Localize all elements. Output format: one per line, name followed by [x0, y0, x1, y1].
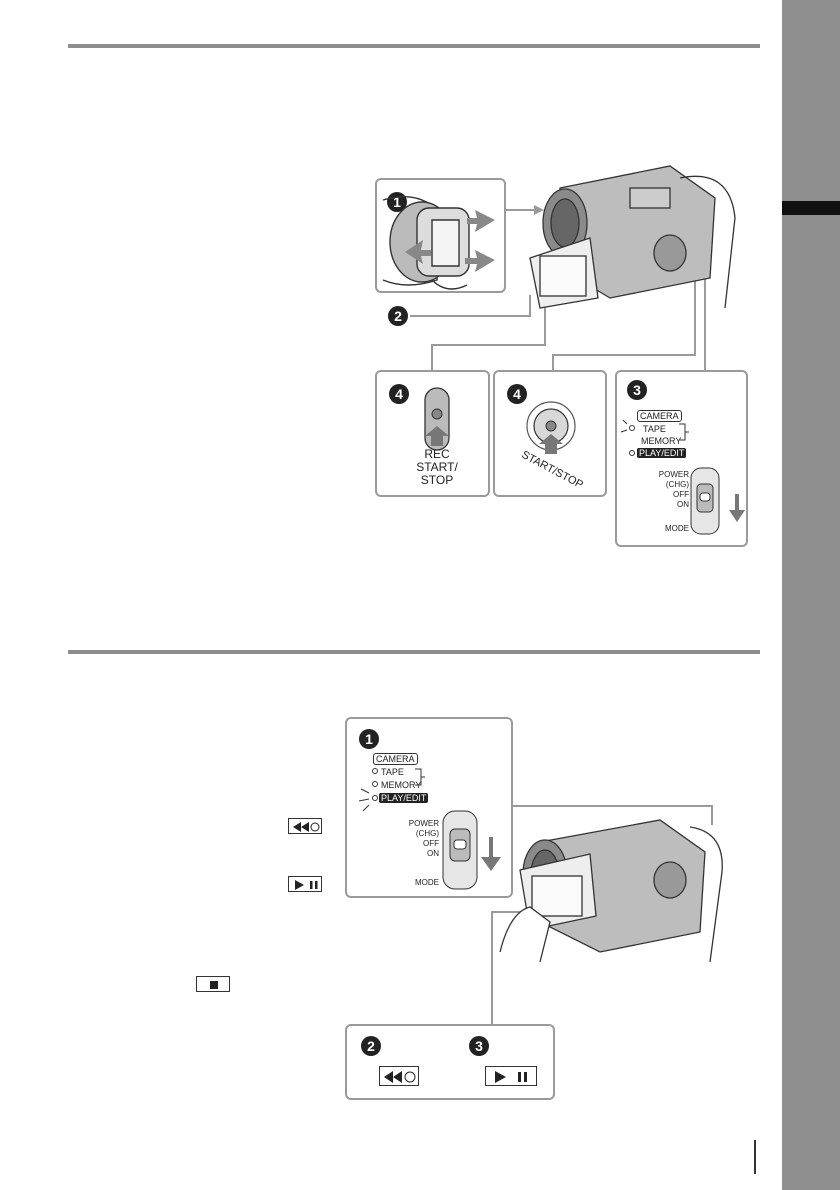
tape-mode-label-playback: TAPE [381, 767, 404, 777]
stop-button-icon [196, 976, 230, 992]
step-2-badge: 2 [388, 306, 408, 326]
off-label-playback: OFF [423, 839, 439, 848]
memory-mode-label-playback: MEMORY [381, 780, 422, 790]
section-1-rule [68, 44, 760, 48]
on-label: ON [677, 500, 689, 509]
rewind-button[interactable] [379, 1066, 419, 1086]
rewind-button-icon [288, 818, 322, 834]
camcorder-illustration [529, 165, 736, 309]
play-pause-button-icon [288, 876, 322, 892]
rec-start-stop-label: REC START/ STOP [416, 447, 458, 487]
mode-lamp-indicators [620, 419, 745, 535]
power-label-playback: POWER [408, 819, 439, 828]
playback-mode-panel: 1 CAMERA TAPE MEMORY PLAY/EDIT POWER (CH… [345, 717, 513, 898]
camera-mode-label-playback: CAMERA [373, 753, 418, 765]
power-mode-panel: 3 CAMERA TAPE MEMORY PLAY/EDIT POWER (CH… [615, 370, 748, 547]
step-1-badge-playback: 1 [359, 729, 379, 749]
tape-mode-label: TAPE [643, 424, 666, 434]
play-edit-mode-label-playback: PLAY/EDIT [379, 793, 429, 803]
lens-cap-panel: 1 [375, 178, 506, 293]
play-edit-mode-label: PLAY/EDIT [637, 448, 687, 458]
chg-label-playback: (CHG) [415, 829, 439, 838]
mode-button-label: MODE [665, 524, 689, 533]
play-pause-button[interactable] [485, 1066, 537, 1086]
mode-button-label-playback: MODE [415, 878, 439, 887]
playback-buttons-panel: 2 3 [345, 1024, 555, 1100]
page-side-tab [782, 0, 840, 1190]
step-3-badge: 3 [627, 380, 647, 400]
camcorder-playback-illustration [499, 819, 723, 963]
lens-cap-illustration [382, 196, 495, 290]
step-4b-badge: 4 [507, 384, 527, 404]
on-label-playback: ON [427, 849, 439, 858]
off-label: OFF [673, 490, 689, 499]
step-4a-badge: 4 [389, 384, 409, 404]
section-tab-marker [782, 201, 840, 215]
mode-lamp-indicators-playback [358, 768, 501, 890]
step-3-badge-playback: 3 [469, 1036, 489, 1056]
start-stop-button-illustration [526, 401, 576, 454]
rec-button-illustration [424, 387, 450, 451]
memory-mode-label: MEMORY [641, 436, 682, 446]
step-2-badge-playback: 2 [361, 1036, 381, 1056]
start-stop-panel: 4 START/STOP [493, 370, 607, 497]
camera-mode-label: CAMERA [637, 410, 682, 422]
power-label: POWER [658, 470, 689, 479]
chg-label: (CHG) [665, 480, 689, 489]
section-2-rule [68, 650, 760, 654]
rec-start-stop-panel: 4 REC START/ STOP [375, 370, 490, 497]
page-number-divider [754, 1140, 756, 1174]
